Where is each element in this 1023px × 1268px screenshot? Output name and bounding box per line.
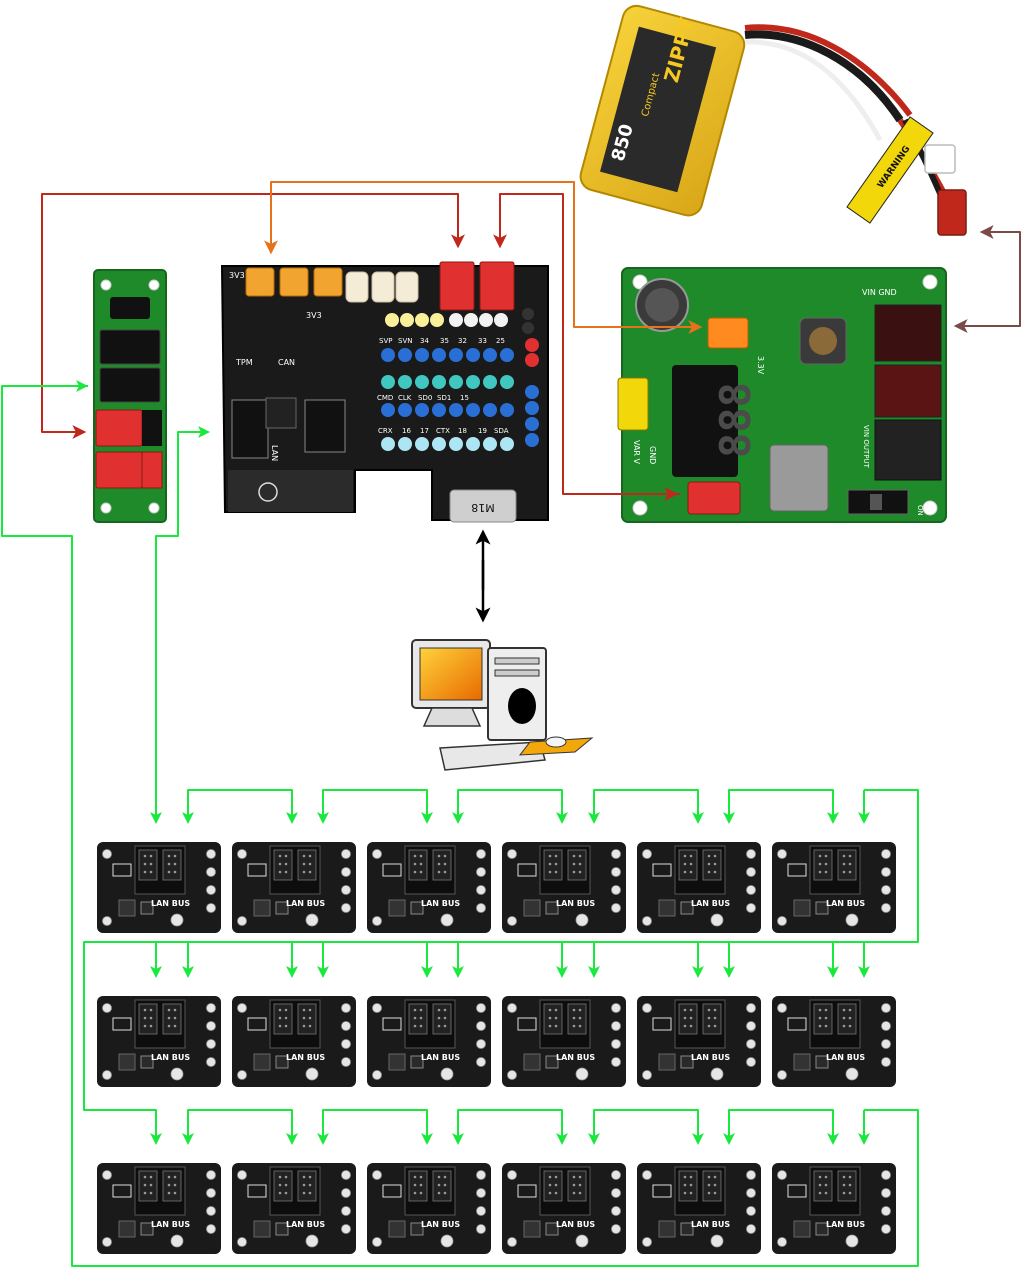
gpio-label: 32	[458, 337, 467, 345]
bus-link	[728, 1109, 839, 1145]
distribution-board	[93, 269, 167, 523]
gpio-label: CMD	[377, 394, 393, 402]
gpio-label: 35	[440, 337, 449, 345]
bus-module	[501, 1162, 627, 1255]
bus-link	[322, 941, 433, 978]
gpio-label: CLK	[398, 394, 412, 402]
white-button-row	[345, 271, 419, 303]
gpio-label: SD1	[437, 394, 451, 402]
gpio-label: SVN	[398, 337, 412, 345]
gpio-labels: SVP SVN 34 35 32 33 25 CMD CLK SD0 SD1 1…	[377, 337, 509, 435]
usb-label: M18	[471, 501, 495, 514]
bus-module	[231, 995, 357, 1088]
bus-module	[501, 995, 627, 1088]
gpio-label: 25	[496, 337, 505, 345]
bus-module	[636, 1162, 762, 1255]
bus-module	[501, 841, 627, 934]
power-board-red-connector	[687, 481, 741, 515]
power-board: 888 VIN GND 3.3V GND VAR V VIN OUTPUT ON	[617, 267, 947, 523]
gpio-label: 17	[420, 427, 429, 435]
controller-board: M18 3V3 TPM CAN LAN 3V3 SVP SVN 34 35 32…	[220, 261, 549, 523]
bus-link	[593, 941, 704, 978]
balance-connector	[924, 144, 956, 174]
gpio-label: CTX	[436, 427, 450, 435]
lan-connector	[304, 399, 346, 453]
gpio-label: 19	[478, 427, 487, 435]
bus-link	[728, 789, 839, 824]
computer-icon	[411, 639, 594, 771]
bus-link	[322, 789, 433, 824]
vin-output-connector	[874, 419, 942, 481]
pb-label-vin-gnd: VIN GND	[862, 288, 897, 297]
gpio-label: 18	[458, 427, 467, 435]
bus-module	[231, 841, 357, 934]
bus-module	[366, 1162, 492, 1255]
bus-link	[593, 1109, 704, 1145]
pb-label-3v3: 3.3V	[756, 356, 765, 375]
bus-module	[231, 1162, 357, 1255]
cb-label-lan: LAN	[270, 445, 279, 461]
gpio-label: CRX	[378, 427, 393, 435]
bus-module	[366, 841, 492, 934]
bus-link	[457, 941, 568, 978]
bus-link	[457, 789, 568, 824]
bus-link	[728, 941, 839, 978]
bus-module	[96, 995, 222, 1088]
bus-link	[187, 789, 298, 824]
orange-fuse-row	[245, 267, 343, 297]
gpio-label: 34	[420, 337, 429, 345]
bus-module	[771, 995, 897, 1088]
cb-label-3v3-top: 3V3	[229, 271, 245, 280]
gpio-label: SDA	[494, 427, 509, 435]
bus-module	[636, 995, 762, 1088]
bus-module	[771, 1162, 897, 1255]
jst-power-connector	[937, 189, 967, 236]
battery-warning-sticker: WARNING	[846, 116, 934, 224]
bus-module	[96, 841, 222, 934]
gpio-label: 16	[402, 427, 411, 435]
power-input-connector-1	[439, 261, 475, 311]
lan-bus-wiring	[1, 380, 919, 1267]
bus-link	[593, 789, 704, 824]
cb-label-3v3-mid: 3V3	[306, 311, 322, 320]
cb-label-can: CAN	[278, 358, 295, 367]
bus-module	[636, 841, 762, 934]
gpio-label: SVP	[379, 337, 392, 345]
bus-link	[187, 1109, 298, 1145]
gpio-label: 15	[460, 394, 469, 402]
bus-return-line	[1, 385, 919, 1267]
power-board-orange-connector	[707, 317, 749, 349]
lipo-battery: ZIPPY Compact 850 WARNING	[579, 4, 967, 236]
usb-port	[449, 489, 517, 523]
power-display: 888	[711, 382, 760, 458]
bus-module	[771, 841, 897, 934]
var-output-connector	[874, 364, 942, 418]
bus-link	[322, 1109, 433, 1145]
bus-link	[457, 1109, 568, 1145]
vin-input-connector	[874, 304, 942, 362]
bus-module	[366, 995, 492, 1088]
gpio-label: 33	[478, 337, 487, 345]
module-grid	[96, 841, 897, 1255]
pin-header-grid	[381, 308, 539, 451]
bus-link	[187, 941, 298, 978]
power-input-connector-2	[479, 261, 515, 311]
gpio-label: SD0	[418, 394, 432, 402]
cb-label-tpm: TPM	[235, 358, 253, 367]
pb-label-var-v: VAR V	[632, 440, 641, 465]
battery-wire	[953, 231, 1021, 333]
pb-label-vin-output: VIN OUTPUT	[862, 425, 870, 469]
pb-label-on: ON	[916, 505, 924, 516]
bus-module	[96, 1162, 222, 1255]
pb-label-gnd: GND	[648, 446, 657, 464]
power-board-yellow-connector	[617, 377, 649, 431]
can-connector	[231, 399, 269, 459]
